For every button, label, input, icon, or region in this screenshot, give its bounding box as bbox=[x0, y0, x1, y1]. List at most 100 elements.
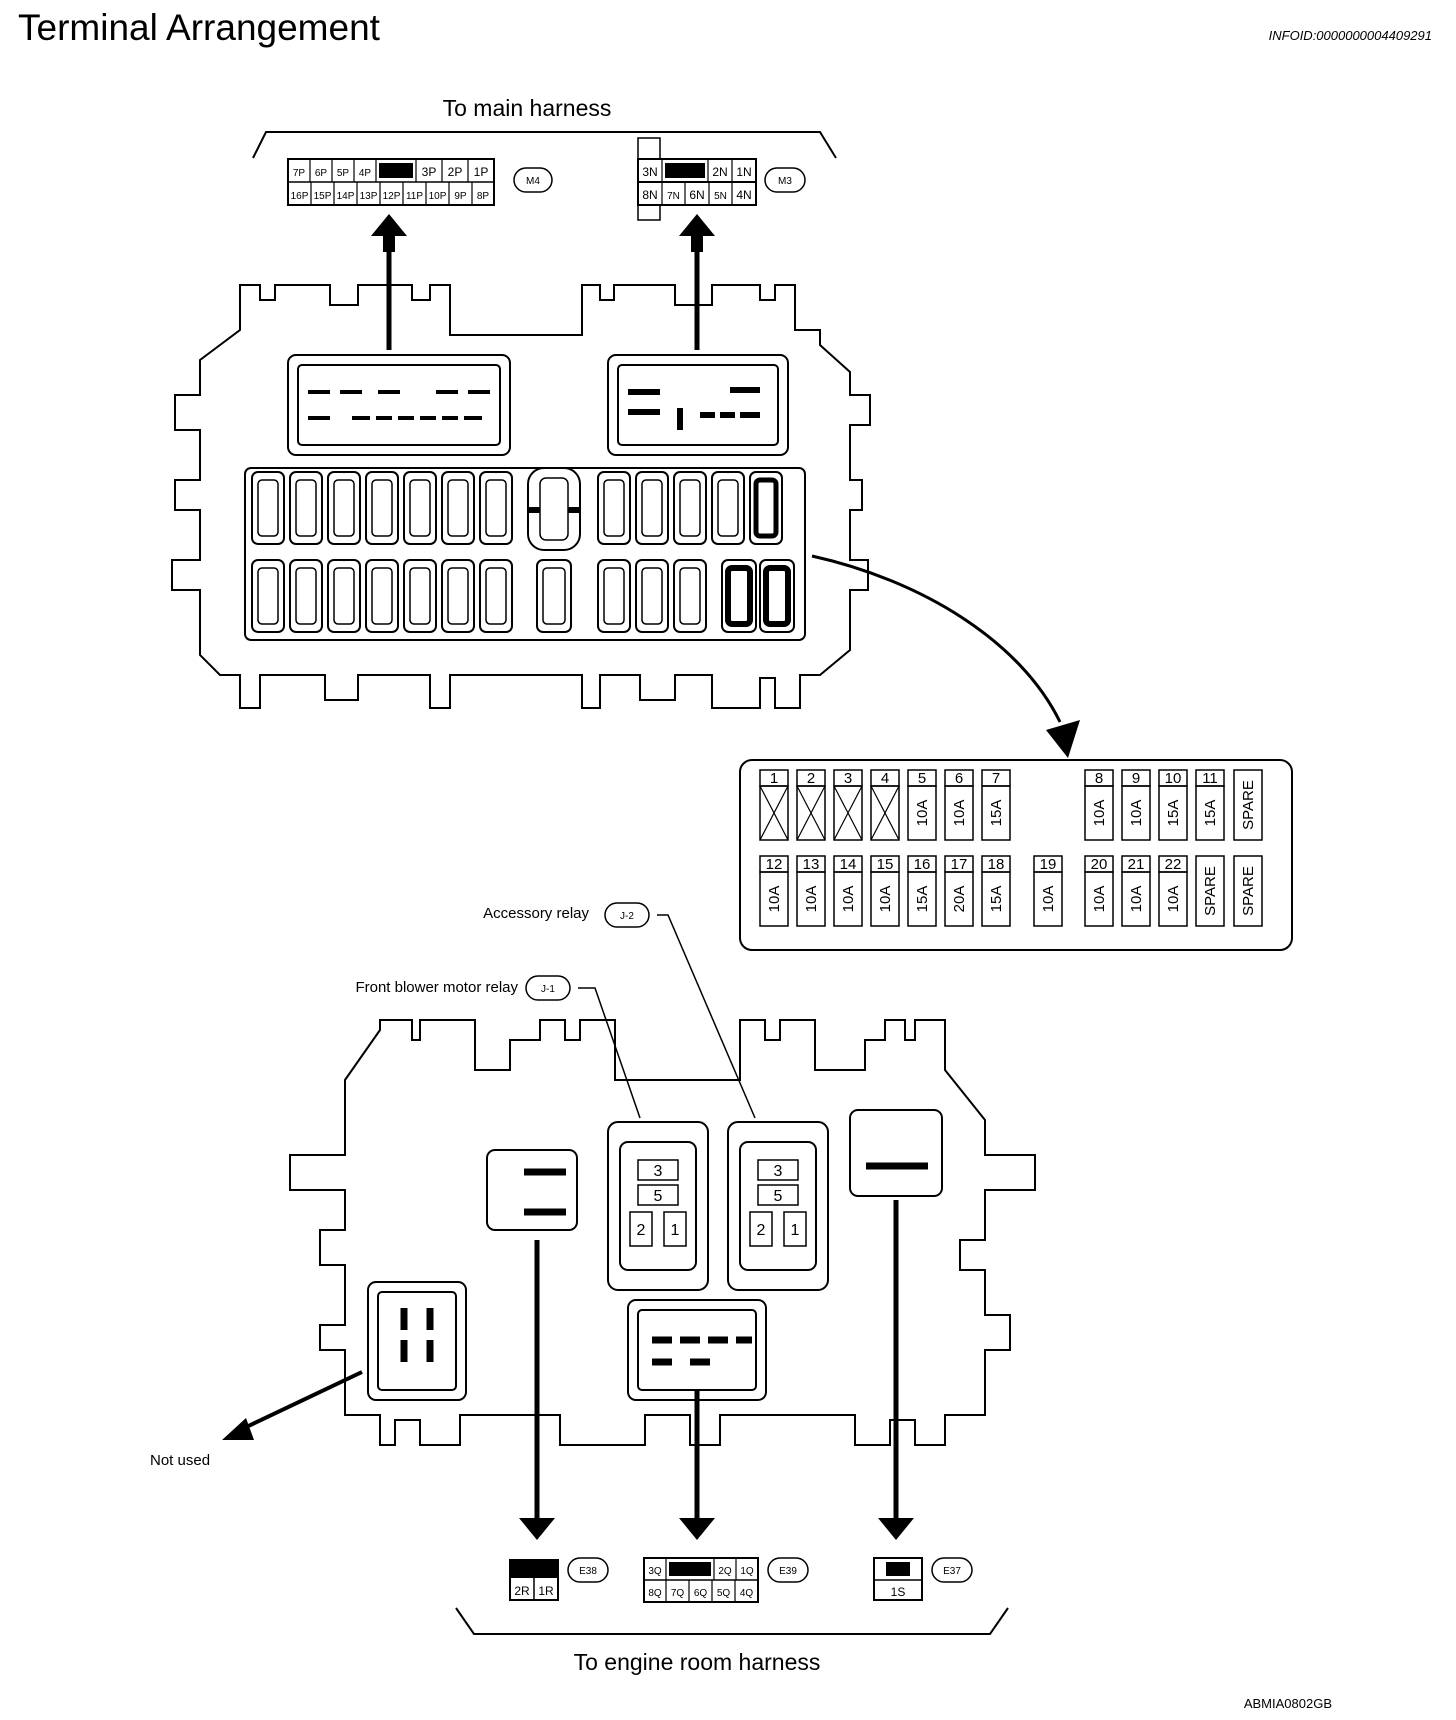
m4-top-pin: 1P bbox=[474, 165, 489, 179]
fuse-slot bbox=[721, 559, 757, 633]
fuse-slot bbox=[365, 559, 399, 633]
fuse-slot bbox=[365, 471, 399, 545]
connector-e37: 1S E37 bbox=[873, 1557, 973, 1601]
e39-top-pin: 3Q bbox=[648, 1566, 662, 1577]
fuse-number: 20 bbox=[1091, 856, 1108, 873]
m3-top-pin: 3N bbox=[642, 165, 657, 179]
arrow-not-used bbox=[222, 1370, 363, 1440]
fuse-amperage: 15A bbox=[988, 800, 1005, 827]
accessory-relay-leader bbox=[657, 914, 756, 1119]
arrow-to-m4 bbox=[371, 214, 407, 350]
fuse-amperage: 10A bbox=[1040, 886, 1057, 913]
fuse-amperage: 10A bbox=[1128, 800, 1145, 827]
e39-bottom-pin: 7Q bbox=[671, 1588, 685, 1599]
m3-bottom-outline bbox=[637, 181, 757, 206]
fuse-amperage: SPARE bbox=[1202, 866, 1219, 916]
accessory-relay-label: Accessory relay bbox=[483, 905, 589, 922]
fuse-slot bbox=[673, 471, 707, 545]
m3-key bbox=[637, 137, 661, 160]
m4-bottom-pin: 10P bbox=[429, 191, 447, 202]
fuse-amperage: 15A bbox=[988, 886, 1005, 913]
connector-e38: 2R 1R E38 bbox=[509, 1557, 609, 1601]
socket-m3 bbox=[607, 354, 789, 456]
m4-bottom-pin: 9P bbox=[454, 191, 467, 202]
fuse-block-top-outline bbox=[171, 284, 871, 709]
fuse-number: 11 bbox=[1202, 770, 1218, 787]
m4-top-pin: 4P bbox=[359, 168, 372, 179]
m4-tag-box bbox=[513, 167, 553, 193]
fuse-table-outline bbox=[739, 759, 1293, 951]
fuse-amperage: 10A bbox=[951, 800, 968, 827]
e39-top-pin: 2Q bbox=[718, 1566, 732, 1577]
fuse-number: 16 bbox=[914, 856, 931, 873]
arrow-to-e37 bbox=[878, 1200, 914, 1540]
relay-j1 bbox=[607, 1121, 709, 1291]
fuse-amperage: 10A bbox=[803, 886, 820, 913]
j2-terminal-2: 2 bbox=[757, 1222, 766, 1239]
socket-not-used bbox=[367, 1281, 467, 1401]
j2-terminal-1: 1 bbox=[791, 1222, 800, 1239]
fuse-slot bbox=[403, 471, 437, 545]
m4-bottom-pin: 15P bbox=[314, 191, 332, 202]
fuse-number: 19 bbox=[1040, 856, 1057, 873]
relay-j2 bbox=[727, 1121, 829, 1291]
m4-bottom-pin: 13P bbox=[360, 191, 378, 202]
m3-top-key-block bbox=[665, 163, 705, 178]
not-used-label: Not used bbox=[150, 1452, 210, 1469]
fuse-amperage: 10A bbox=[877, 886, 894, 913]
front-blower-relay-leader bbox=[578, 987, 641, 1119]
e38-pin-1r: 1R bbox=[538, 1584, 554, 1598]
info-id: INFOID:0000000004409291 bbox=[1269, 28, 1432, 43]
fuse-slot bbox=[289, 471, 323, 545]
m4-bottom-pin: 11P bbox=[406, 191, 423, 202]
fuse-number: 1 bbox=[770, 770, 778, 787]
e38-pin-2r: 2R bbox=[514, 1584, 530, 1598]
fuse-slot bbox=[441, 559, 475, 633]
fuse-slot bbox=[635, 471, 669, 545]
fuse-number: 21 bbox=[1128, 856, 1145, 873]
m3-tag-box bbox=[764, 167, 806, 193]
e39-bottom-pin: 4Q bbox=[740, 1588, 754, 1599]
image-code: ABMIA0802GB bbox=[1244, 1696, 1332, 1711]
m3-bottom-pin: 5N bbox=[714, 191, 727, 202]
e39-bottom-pin: 8Q bbox=[648, 1588, 662, 1599]
fuse-number: 3 bbox=[844, 770, 852, 787]
page-title: Terminal Arrangement bbox=[18, 7, 381, 48]
m4-top-key-block bbox=[379, 163, 413, 178]
m3-bottom-pin: 8N bbox=[642, 188, 657, 202]
fuse-amperage: 10A bbox=[766, 886, 783, 913]
m4-top-pin: 2P bbox=[448, 165, 463, 179]
fuse-table-row-2: 1210A1310A1410A1510A1615A1720A1815A1910A… bbox=[759, 855, 1263, 927]
fuse-number: 8 bbox=[1095, 770, 1103, 787]
fuse-number: 18 bbox=[988, 856, 1005, 873]
j1-terminal-5: 5 bbox=[654, 1188, 663, 1205]
bottom-socket-pins bbox=[400, 1162, 928, 1366]
fuse-block-bottom-outline bbox=[289, 1019, 1036, 1446]
arrow-to-e39 bbox=[679, 1390, 715, 1540]
socket-e38 bbox=[486, 1149, 578, 1231]
m3-tag: M3 bbox=[778, 176, 792, 187]
fuse-slot bbox=[536, 559, 572, 633]
relay-j2-terminals: 3 5 2 1 bbox=[749, 1159, 807, 1247]
e37-tag: E37 bbox=[943, 1566, 961, 1577]
fuse-number: 22 bbox=[1165, 856, 1182, 873]
fuse-slot bbox=[251, 471, 285, 545]
e39-bottom-pin: 5Q bbox=[717, 1588, 731, 1599]
arrow-to-e38 bbox=[519, 1240, 555, 1540]
fuse-number: 9 bbox=[1132, 770, 1140, 787]
m4-bottom-pin: 14P bbox=[337, 191, 355, 202]
accessory-relay-tag-box bbox=[604, 902, 650, 928]
fuse-slot bbox=[635, 559, 669, 633]
j2-terminal-3: 3 bbox=[774, 1163, 783, 1180]
fuse-amperage: 10A bbox=[1091, 886, 1108, 913]
fuse-number: 2 bbox=[807, 770, 815, 787]
socket-e37 bbox=[849, 1109, 943, 1197]
j1-terminal-1: 1 bbox=[671, 1222, 680, 1239]
relay-j1-terminals: 3 5 2 1 bbox=[629, 1159, 687, 1247]
fuse-slot bbox=[289, 559, 323, 633]
fuse-slot bbox=[597, 471, 631, 545]
